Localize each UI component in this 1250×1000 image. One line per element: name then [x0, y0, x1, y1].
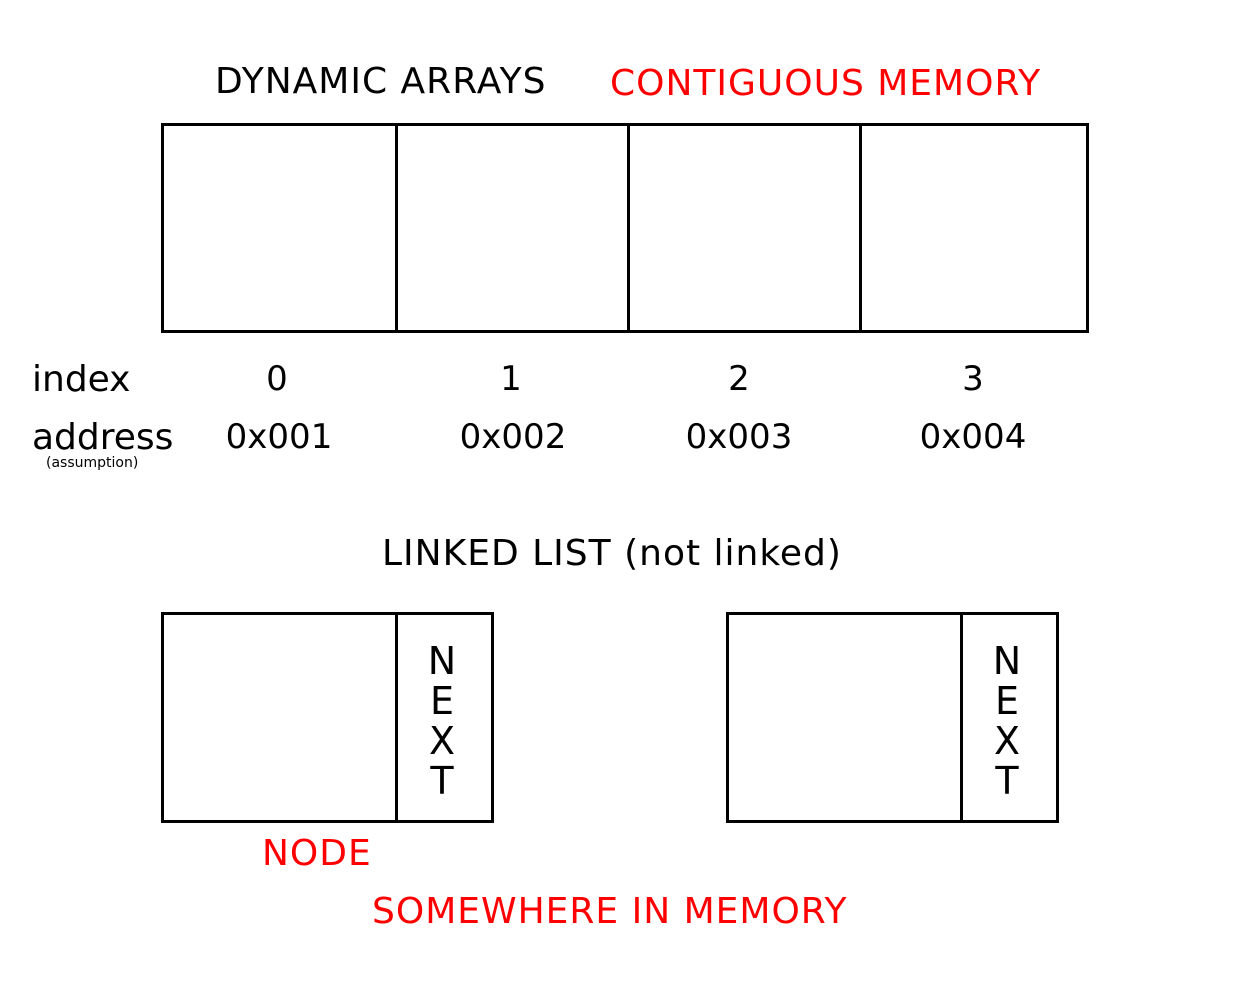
- index-value: 0: [266, 359, 288, 399]
- address-value: 0x001: [225, 417, 333, 457]
- array-cell-divider-1: [395, 126, 398, 330]
- contiguous-memory-label: CONTIGUOUS MEMORY: [610, 63, 1042, 104]
- address-value: 0x002: [459, 417, 567, 457]
- next-letter: T: [430, 759, 454, 803]
- list-node: N E X T: [726, 612, 1059, 823]
- array-title: DYNAMIC ARRAYS: [215, 61, 547, 102]
- array-cell-divider-3: [859, 126, 862, 330]
- index-value: 3: [962, 359, 984, 399]
- address-row-label: address: [32, 417, 174, 458]
- next-letter: N: [992, 639, 1022, 683]
- address-assumption-note: (assumption): [46, 455, 139, 471]
- node-label: NODE: [262, 833, 372, 874]
- next-pointer-label: N E X T: [422, 641, 462, 801]
- index-row-label: index: [32, 359, 131, 400]
- address-value: 0x003: [685, 417, 793, 457]
- next-letter: X: [993, 719, 1021, 763]
- list-node: N E X T: [161, 612, 494, 823]
- node-next-divider: [960, 615, 963, 820]
- somewhere-in-memory-label: SOMEWHERE IN MEMORY: [372, 891, 848, 932]
- next-pointer-label: N E X T: [987, 641, 1027, 801]
- next-letter: X: [428, 719, 456, 763]
- next-letter: E: [994, 679, 1019, 723]
- index-value: 2: [728, 359, 750, 399]
- index-value: 1: [500, 359, 522, 399]
- dynamic-array: [161, 123, 1089, 333]
- linked-list-title: LINKED LIST (not linked): [382, 533, 842, 574]
- array-cell-divider-2: [627, 126, 630, 330]
- next-letter: T: [995, 759, 1019, 803]
- node-next-divider: [395, 615, 398, 820]
- address-value: 0x004: [919, 417, 1027, 457]
- next-letter: E: [429, 679, 454, 723]
- next-letter: N: [427, 639, 457, 683]
